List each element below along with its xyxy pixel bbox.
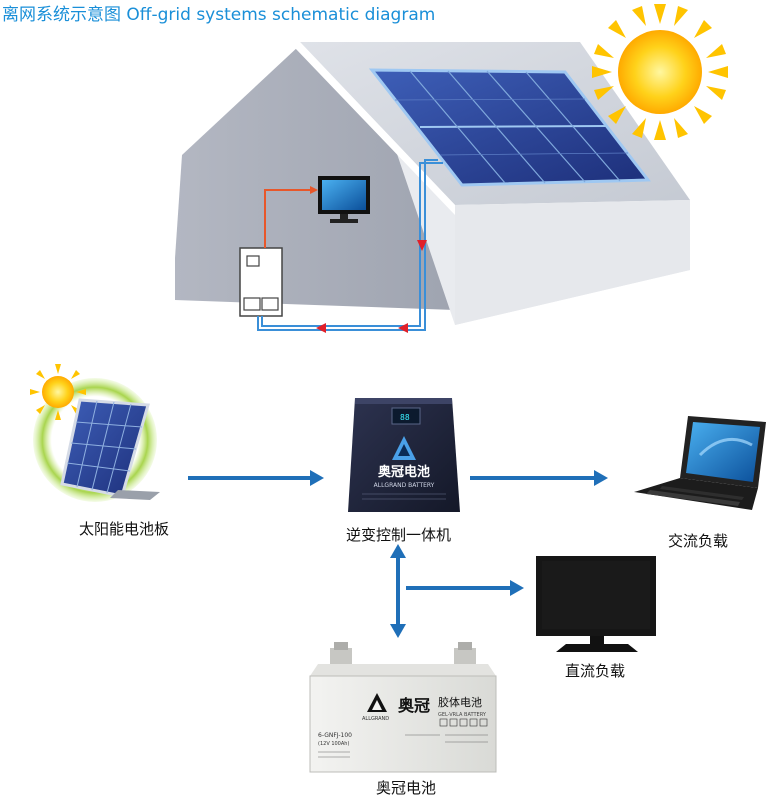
arrow-panel-to-inverter	[188, 470, 324, 486]
laptop-icon	[634, 416, 766, 510]
arrow-to-dc-load	[406, 580, 524, 596]
battery-brand-cn: 奥冠	[398, 696, 430, 715]
label-dc-load: 直流负载	[565, 662, 626, 680]
arrow-inverter-to-ac-load	[470, 470, 608, 486]
label-inverter-controller: 逆变控制一体机	[346, 526, 452, 544]
battery-icon: 奥冠 胶体电池 GEL-VRLA BATTERY ALLGRAND 6-GNFJ…	[309, 642, 497, 773]
inverter-controller-icon: 88 奥冠电池 ALLGRAND BATTERY	[348, 398, 460, 512]
battery-type-cn: 胶体电池	[438, 695, 482, 709]
svg-text:88: 88	[400, 413, 410, 422]
inverter-brand-cn: 奥冠电池	[378, 464, 430, 480]
sun-icon	[592, 4, 728, 140]
flow-arrows	[188, 470, 608, 638]
label-ac-load: 交流负载	[668, 532, 729, 550]
page-title: 离网系统示意图 Off-grid systems schematic diagr…	[2, 5, 436, 25]
house-monitor-icon	[318, 176, 370, 223]
house-wiring	[257, 159, 443, 333]
battery-model: 6-GNFJ-100	[318, 732, 352, 739]
battery-spec: (12V 100Ah)	[318, 741, 349, 747]
battery-type-en: GEL-VRLA BATTERY	[438, 712, 487, 718]
roof-solar-panel	[368, 68, 651, 187]
label-battery: 奥冠电池	[376, 779, 437, 797]
battery-brand-en: ALLGRAND	[362, 716, 389, 722]
label-solar-panel: 太阳能电池板	[79, 520, 170, 538]
dc-monitor-icon	[536, 556, 656, 652]
arrow-inverter-battery	[390, 544, 406, 638]
solar-panel-icon	[30, 364, 160, 502]
inverter-brand-en: ALLGRAND BATTERY	[374, 482, 435, 489]
house-inverter-icon	[239, 247, 283, 317]
